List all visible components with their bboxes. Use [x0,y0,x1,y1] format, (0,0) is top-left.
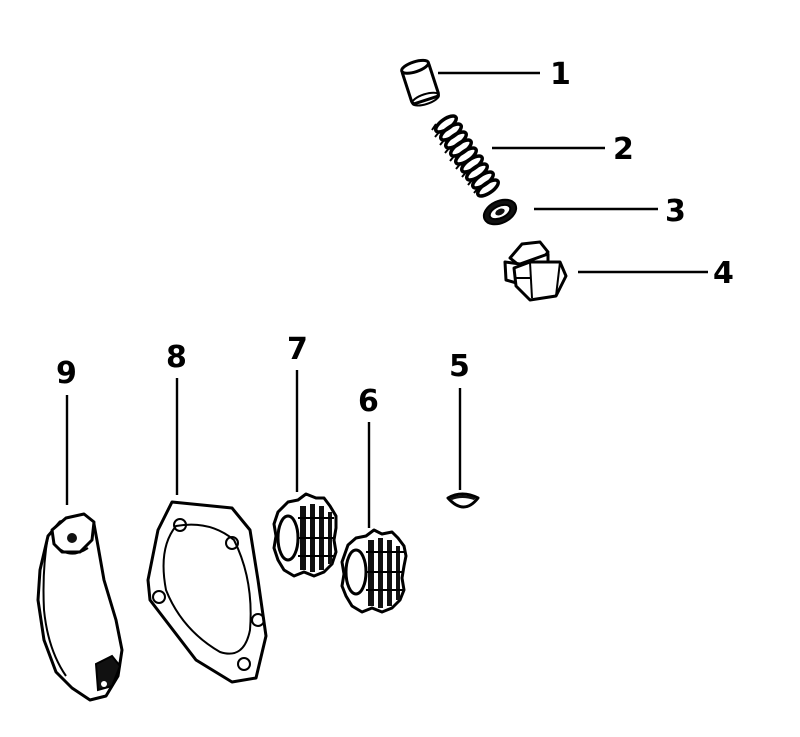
callout-labels: 1 2 3 4 5 6 7 8 9 [56,57,734,419]
part-7-gear [272,492,338,578]
part-2-spring [431,114,500,198]
callout-5: 5 [449,349,470,384]
callout-2: 2 [613,132,634,167]
callout-6: 6 [358,384,379,419]
part-6-gear [340,528,408,614]
callout-4: 4 [713,256,734,291]
part-8-gasket [146,500,268,684]
callout-8: 8 [166,340,187,375]
leader-lines [65,71,708,528]
callout-1: 1 [550,57,571,92]
callout-7: 7 [287,332,308,367]
part-3-washer [482,198,518,226]
part-1-plug [400,58,440,107]
part-4-hex-plug [503,240,568,302]
part-9-cover [36,512,124,702]
callout-9: 9 [56,356,77,391]
part-5-key [446,492,480,509]
callout-3: 3 [665,194,686,229]
